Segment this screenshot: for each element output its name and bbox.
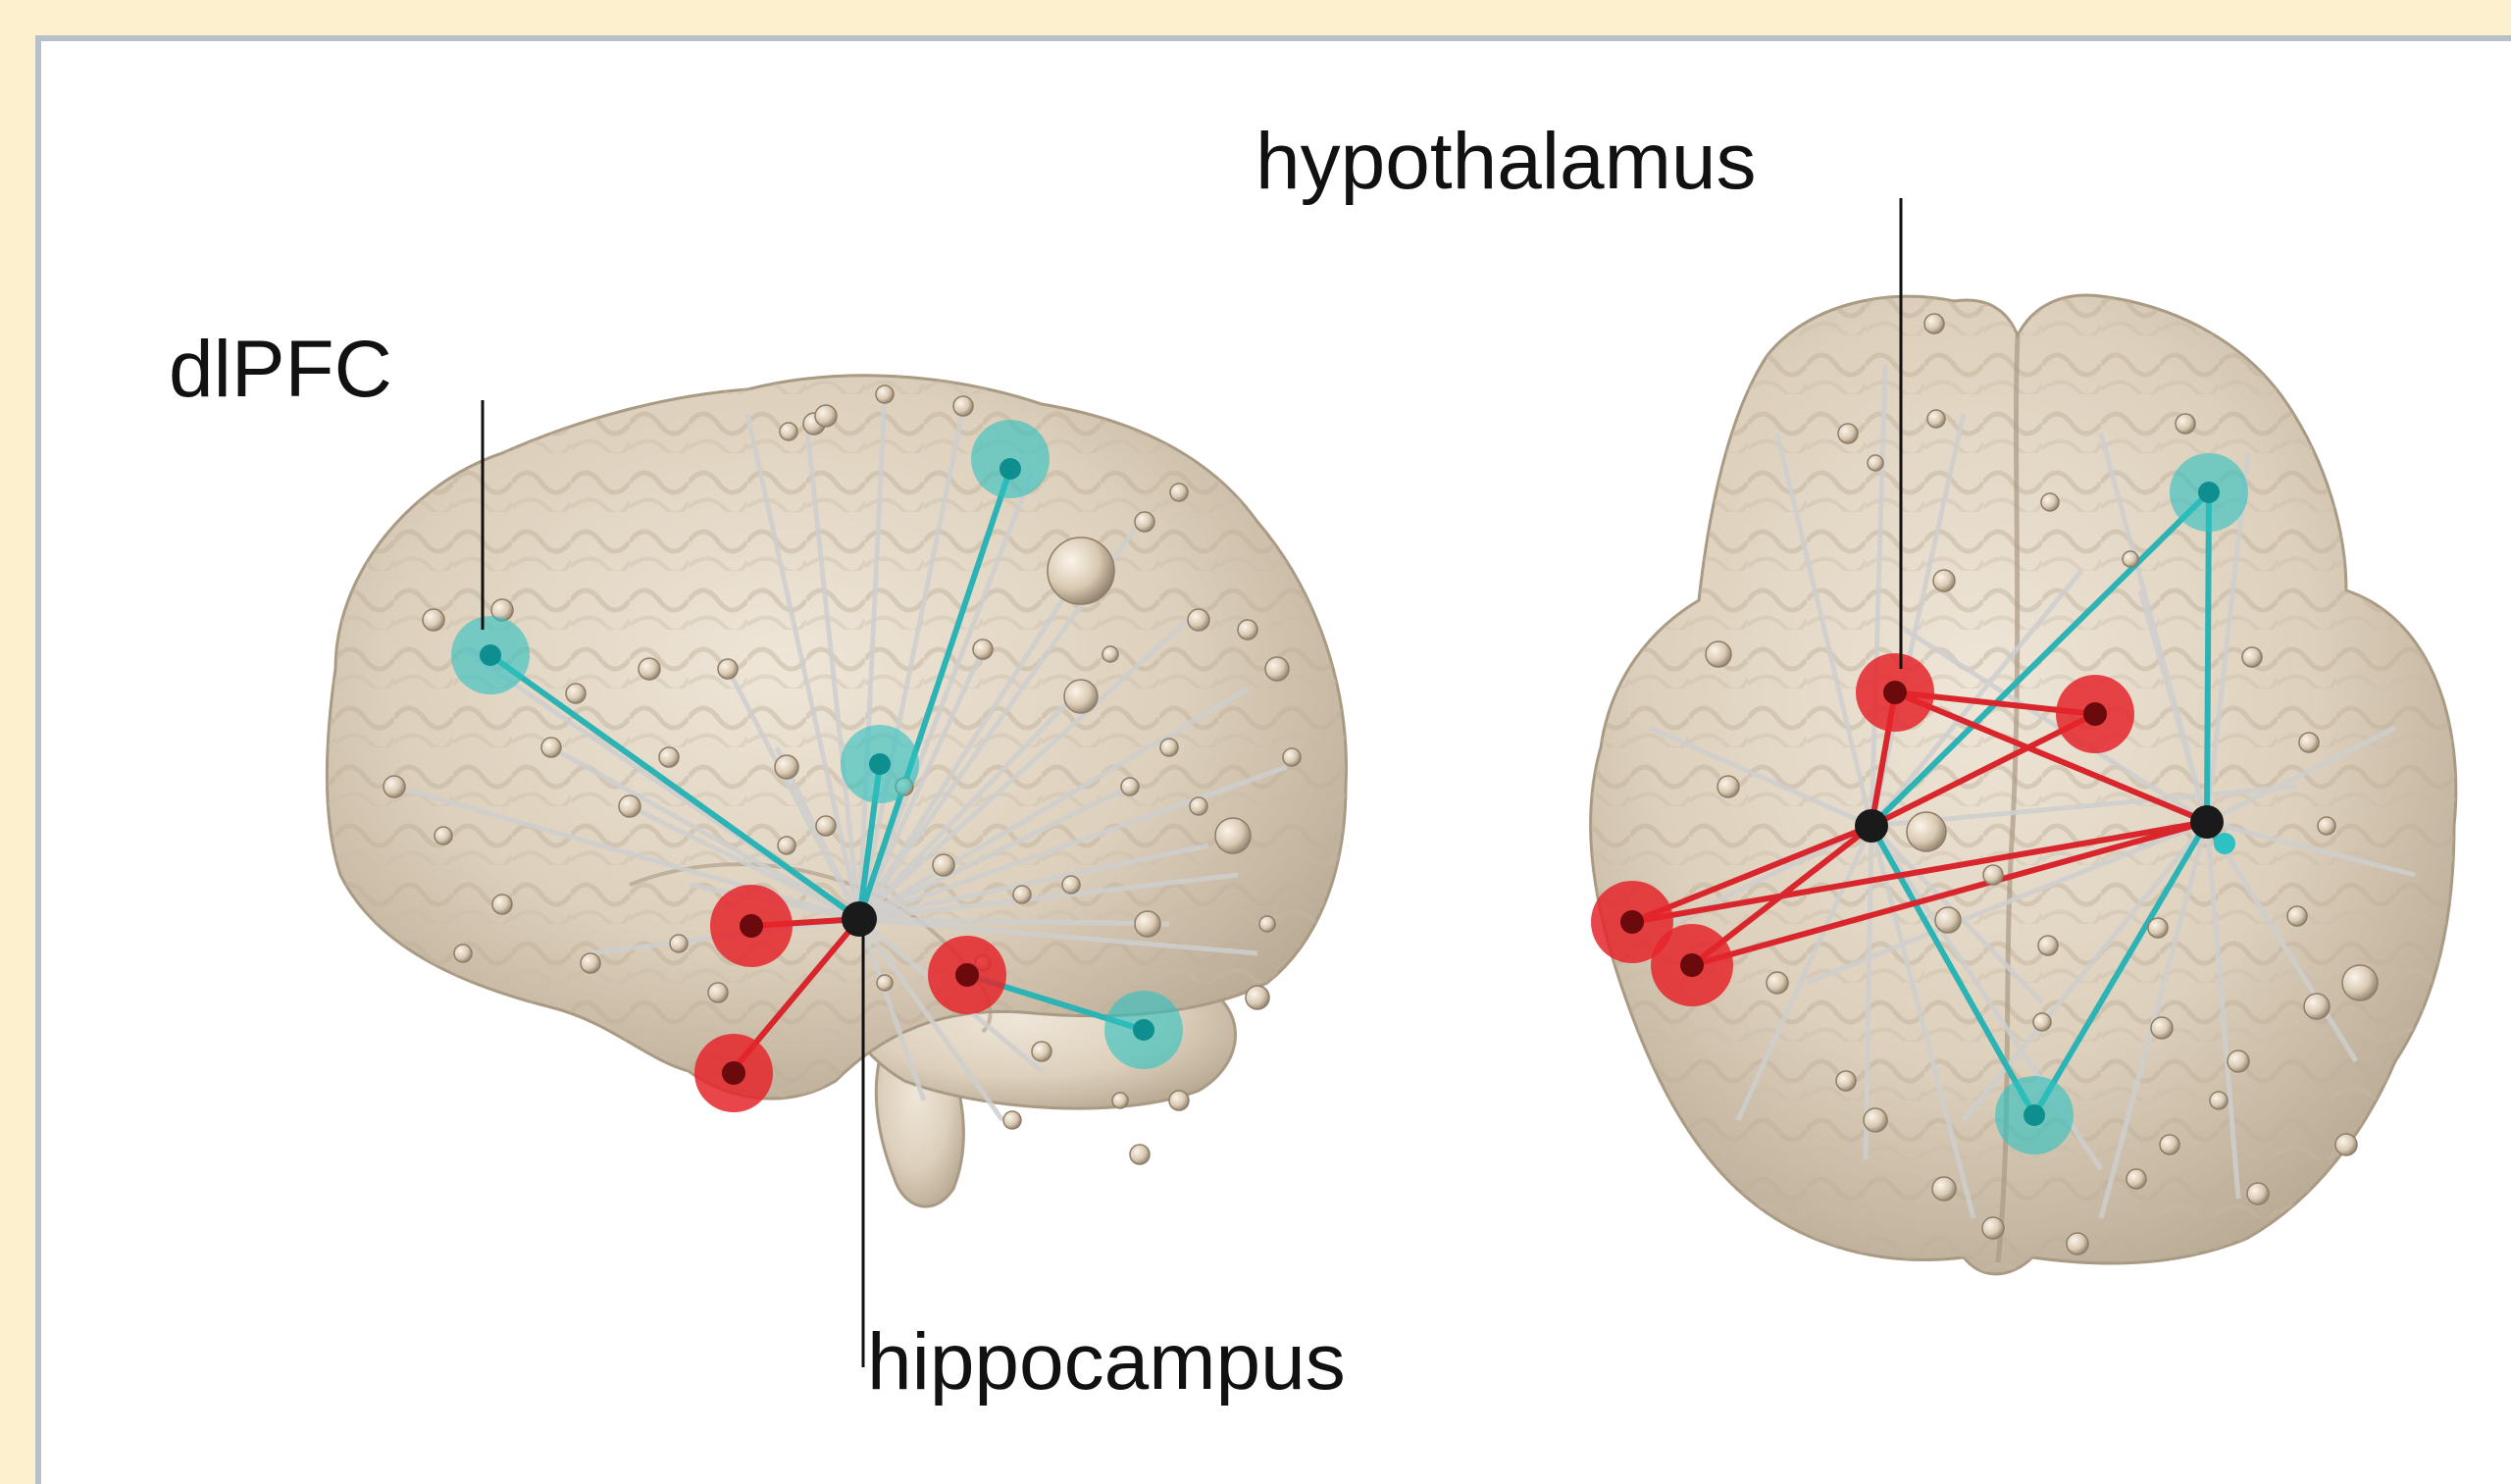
dlpfc-label: dlPFC xyxy=(169,325,392,414)
hippocampus-label: hippocampus xyxy=(867,1317,1346,1407)
hub-node-right xyxy=(2190,805,2224,839)
hippocampus-node xyxy=(842,901,877,937)
figure-panel: dlPFC hypothalamus hippocampus xyxy=(35,35,2511,1484)
sagittal-brain-view xyxy=(327,376,1346,1206)
axial-brain-view xyxy=(1591,295,2456,1274)
brain-network-figure: dlPFC hypothalamus hippocampus xyxy=(41,41,2511,1484)
hypothalamus-label: hypothalamus xyxy=(1256,117,1757,206)
hub-node-left xyxy=(1855,809,1888,843)
